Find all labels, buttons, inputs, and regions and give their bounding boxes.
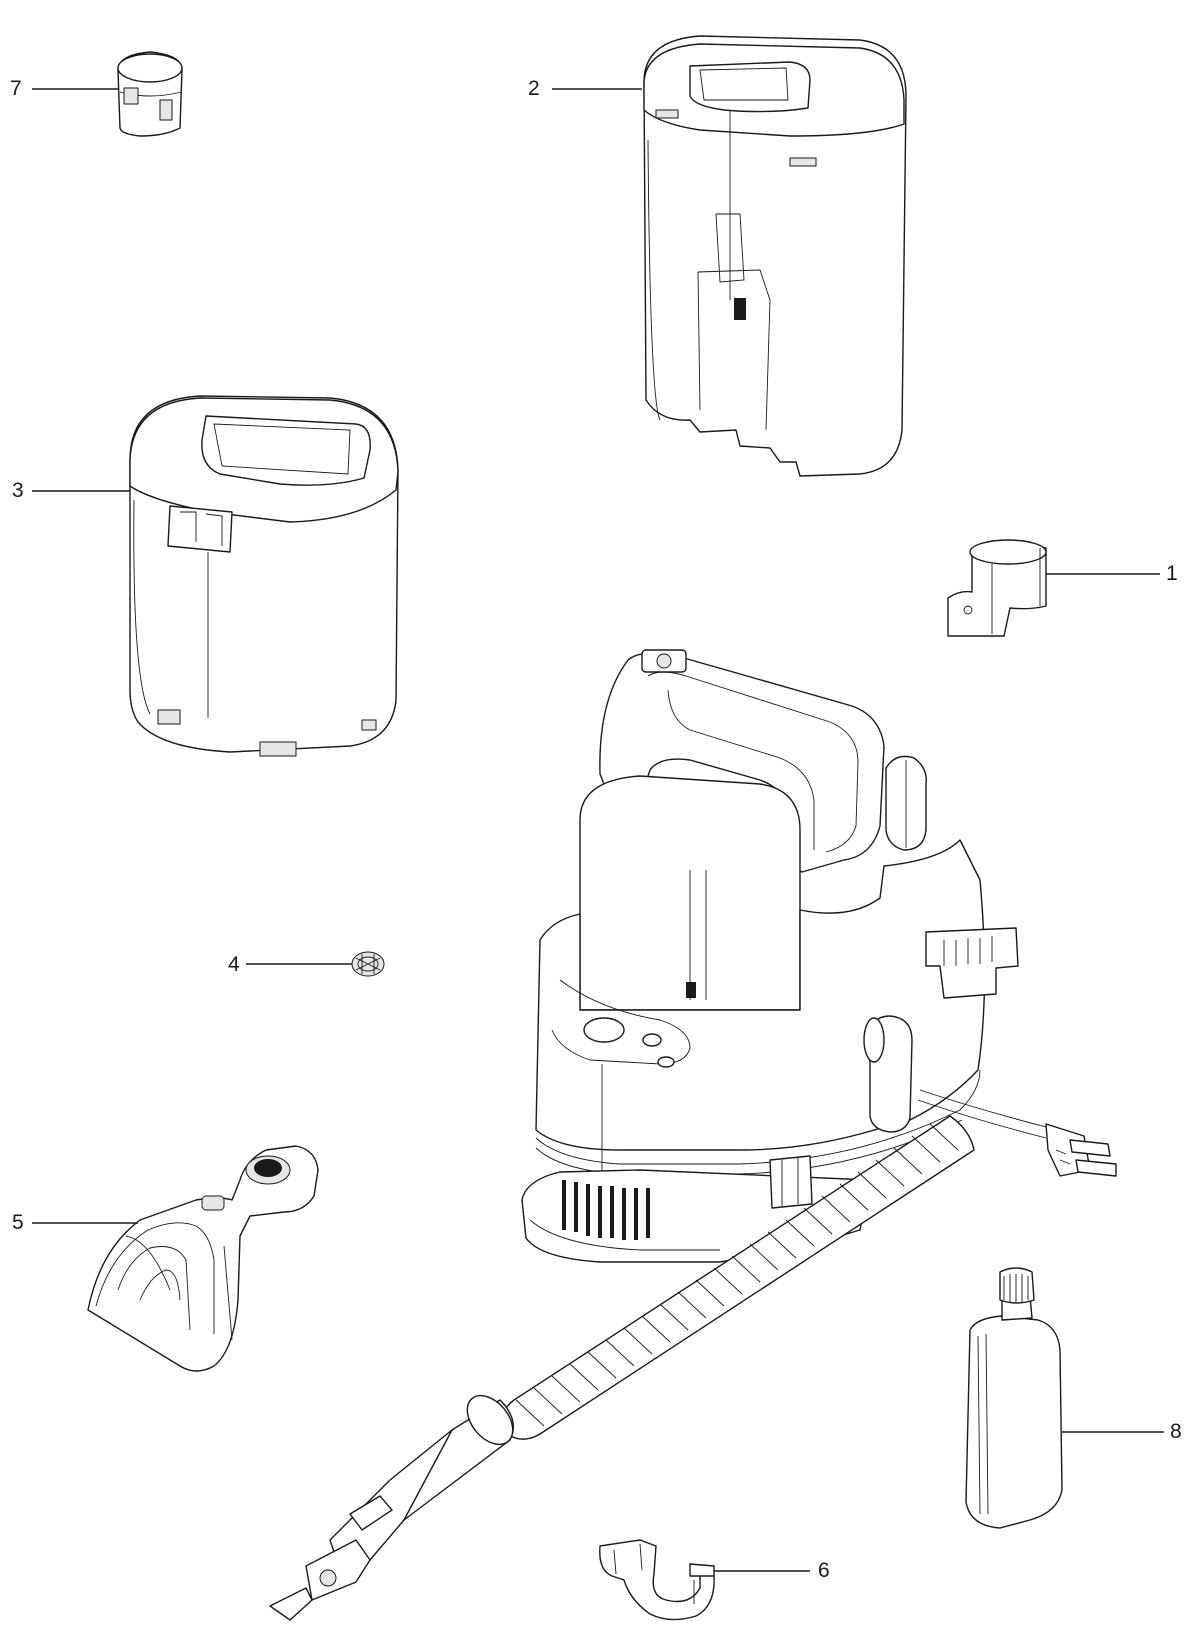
part-4-filter xyxy=(351,951,385,977)
part-2-tank xyxy=(643,35,907,477)
part-6-clip xyxy=(599,1539,715,1621)
callout-label-6: 6 xyxy=(818,1559,830,1582)
callout-label-4: 4 xyxy=(228,953,240,976)
part-power-cord xyxy=(917,1089,1117,1177)
part-5-hand-tool xyxy=(87,1145,319,1372)
part-hose xyxy=(269,1115,975,1621)
callout-label-8: 8 xyxy=(1170,1420,1182,1443)
part-1-clip xyxy=(947,539,1047,637)
part-8-bottle xyxy=(965,1267,1063,1529)
main-unit-base xyxy=(521,649,1019,1263)
part-7-cap xyxy=(117,51,183,137)
callout-label-3: 3 xyxy=(12,479,24,502)
callout-label-5: 5 xyxy=(12,1211,24,1234)
callout-label-2: 2 xyxy=(528,77,540,100)
callout-label-1: 1 xyxy=(1166,562,1178,585)
callout-label-7: 7 xyxy=(10,77,22,100)
part-3-tank xyxy=(129,395,399,757)
